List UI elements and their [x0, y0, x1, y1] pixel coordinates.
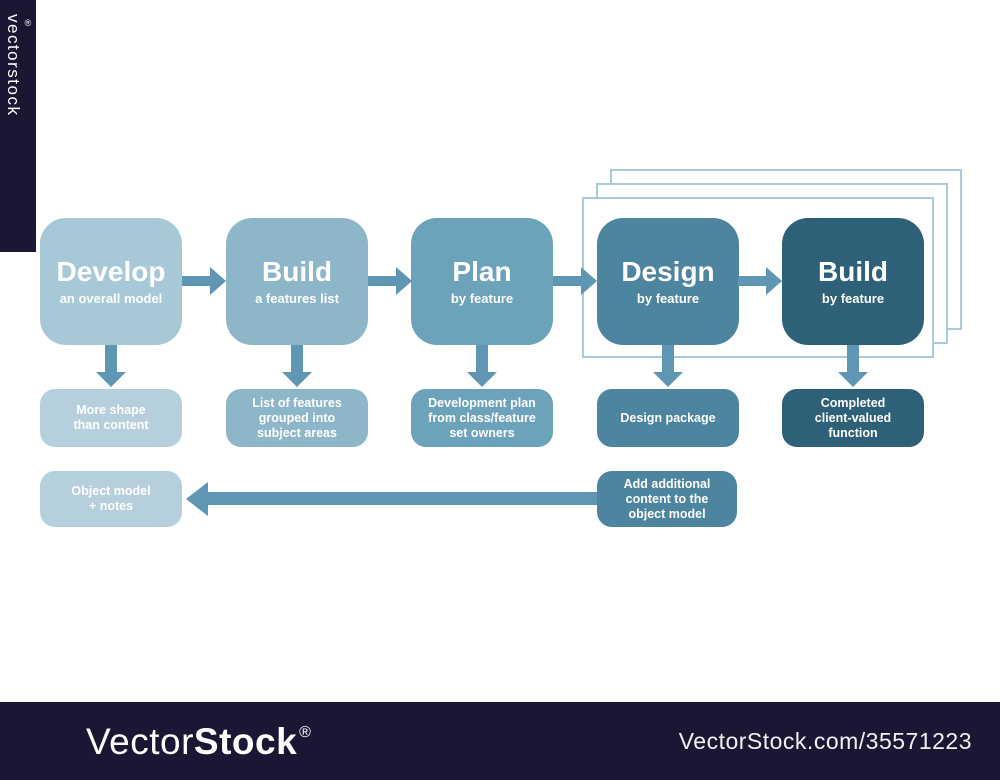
arrow-left-icon [186, 482, 597, 516]
stage-title: Build [818, 255, 888, 287]
registered-mark-icon: ® [299, 723, 311, 741]
stage-plan-by-feature: Plan by feature [411, 218, 553, 345]
logo-bold-part: Stock [193, 720, 298, 762]
output-more-shape: More shape than content [40, 389, 182, 447]
stage-title: Develop [56, 255, 166, 287]
arrow-down-icon [653, 345, 683, 387]
stage-subtitle: by feature [821, 291, 885, 307]
output-development-plan: Development plan from class/feature set … [411, 389, 553, 447]
stage-title: Build [262, 255, 332, 287]
arrow-down-icon [282, 345, 312, 387]
arrow-right-icon [182, 267, 226, 295]
feedback-target-box: Object model + notes [40, 471, 182, 527]
arrow-down-icon [467, 345, 497, 387]
stage-develop-overall-model: Develop an overall model [40, 218, 182, 345]
stage-build-features-list: Build a features list [226, 218, 368, 345]
stage-subtitle: an overall model [59, 291, 163, 307]
arrow-down-icon [838, 345, 868, 387]
logo-light-part: Vector [86, 720, 194, 762]
watermark-side-label: vectorstock [4, 14, 23, 117]
stage-build-by-feature: Build by feature [782, 218, 924, 345]
stage-subtitle: by feature [450, 291, 514, 307]
watermark-url: VectorStock.com/35571223 [678, 727, 972, 754]
stage-subtitle: a features list [255, 291, 339, 307]
arrow-right-icon [368, 267, 412, 295]
arrow-right-icon [553, 267, 597, 295]
stage-design-by-feature: Design by feature [597, 218, 739, 345]
output-completed-function: Completed client-valued function [782, 389, 924, 447]
stage-title: Plan [452, 255, 512, 287]
feedback-source-box: Add additional content to the object mod… [597, 471, 737, 527]
arrow-right-icon [738, 267, 782, 295]
output-features-list: List of features grouped into subject ar… [226, 389, 368, 447]
watermark-side-bar: vectorstock ® [0, 0, 36, 252]
stage-subtitle: by feature [636, 291, 700, 307]
output-design-package: Design package [597, 389, 739, 447]
stage-title: Design [621, 255, 715, 287]
arrow-down-icon [96, 345, 126, 387]
registered-mark-icon: ® [23, 18, 33, 28]
